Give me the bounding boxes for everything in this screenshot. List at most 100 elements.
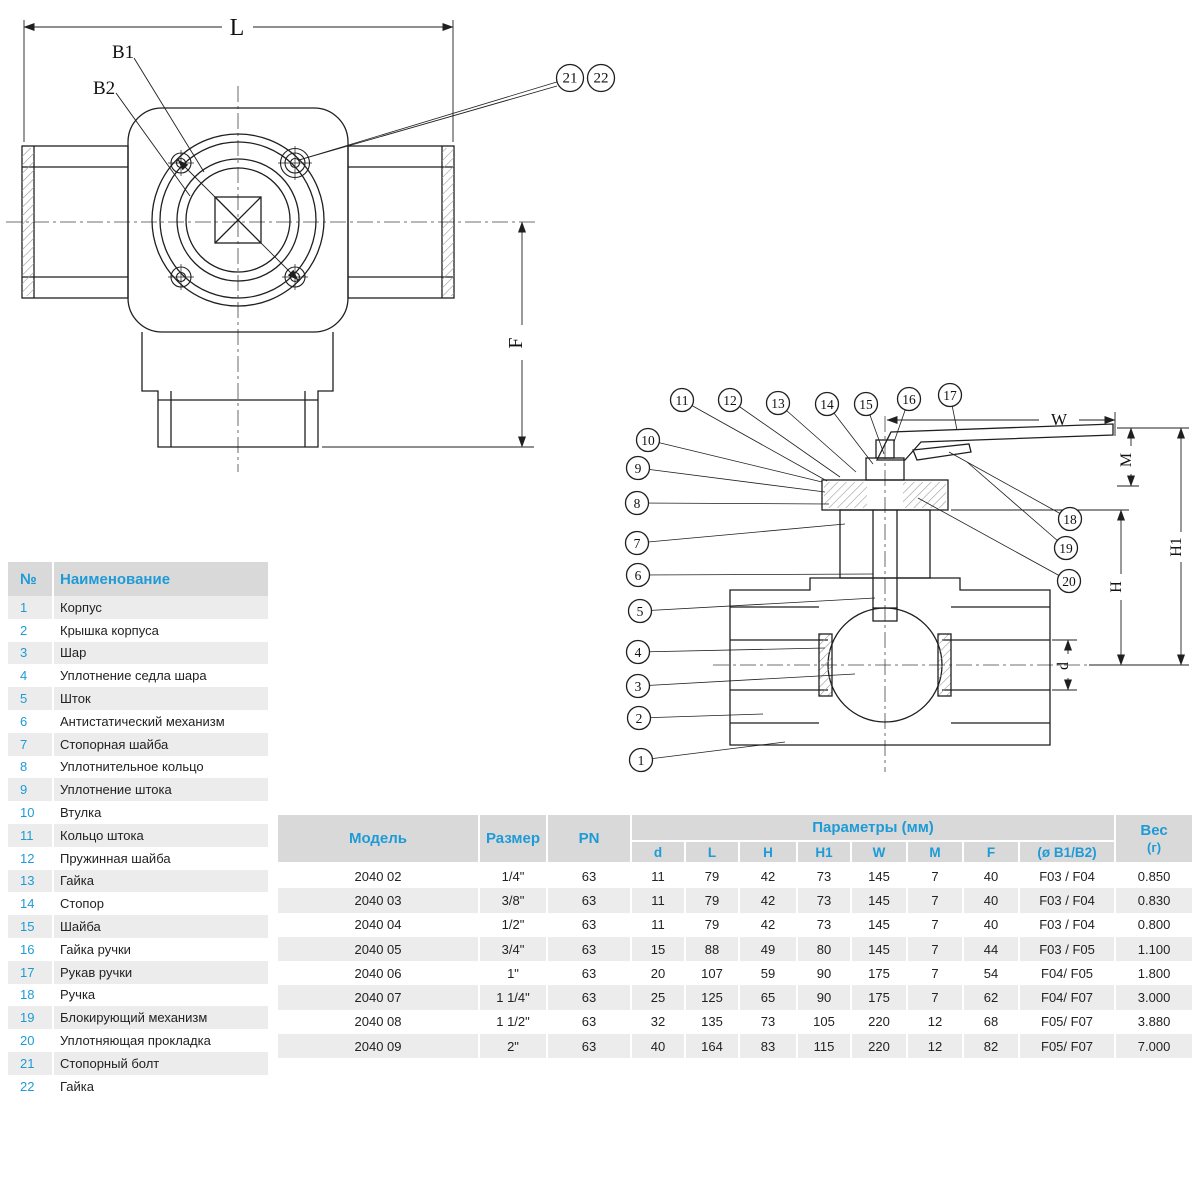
front-view-drawing: L B1 B2 F 21 22 — [6, 15, 616, 472]
spec-cell: 54 — [962, 961, 1018, 986]
part-number: 8 — [20, 759, 28, 775]
spec-cell: 12 — [906, 1034, 962, 1059]
spec-cell: 175 — [850, 961, 906, 986]
svg-text:6: 6 — [635, 568, 642, 583]
spec-cell: 135 — [684, 1009, 738, 1035]
spec-cell: 0.830 — [1114, 888, 1192, 913]
spec-cell: F03 / F05 — [1018, 936, 1114, 962]
spec-cell: 40 — [962, 888, 1018, 913]
spec-header-size: Размер — [478, 815, 546, 864]
callout-14: 14 — [814, 391, 874, 465]
part-number: 9 — [20, 782, 28, 798]
spec-cell: 62 — [962, 985, 1018, 1010]
spec-cell: 1 1/4" — [478, 985, 546, 1010]
spec-cell: 2040 03 — [354, 892, 402, 908]
side-dim-labels: W M H H1 d — [1051, 410, 1185, 670]
callout-2: 2 — [626, 705, 764, 731]
part-number: 19 — [20, 1010, 35, 1026]
spec-subheader-5: M — [906, 842, 962, 864]
bolt-hole — [278, 146, 312, 180]
spec-header-weight: Вес (г) — [1114, 815, 1193, 864]
spec-cell: 79 — [684, 912, 738, 937]
part-name: Шар — [52, 641, 268, 665]
callout-12: 12 — [717, 387, 841, 478]
svg-text:11: 11 — [676, 393, 689, 408]
spec-cell: 63 — [546, 864, 630, 889]
front-dim-labels: L B1 B2 F — [93, 15, 527, 349]
spec-cell: 90 — [796, 961, 850, 986]
part-number: 13 — [20, 873, 35, 889]
spec-cell: F05/ F07 — [1018, 1034, 1114, 1059]
spec-cell: 65 — [738, 985, 796, 1010]
svg-text:18: 18 — [1063, 512, 1077, 527]
spec-cell: 73 — [796, 912, 850, 937]
svg-text:17: 17 — [943, 388, 957, 403]
svg-text:7: 7 — [634, 536, 641, 551]
part-number: 10 — [20, 805, 35, 821]
spec-cell: 44 — [962, 936, 1018, 962]
part-number: 7 — [20, 736, 28, 752]
spec-cell: 40 — [962, 864, 1018, 889]
part-number: 5 — [20, 691, 28, 707]
svg-text:8: 8 — [634, 496, 641, 511]
spec-cell: 40 — [630, 1034, 684, 1059]
svg-text:4: 4 — [635, 645, 642, 660]
spec-cell: 3.880 — [1114, 1009, 1192, 1035]
spec-cell: 73 — [738, 1009, 796, 1035]
callout-18: 18 — [948, 451, 1083, 532]
callout-10: 10 — [635, 427, 823, 483]
front-dimensions — [23, 20, 558, 448]
spec-cell: 3.000 — [1114, 985, 1192, 1010]
part-number: 17 — [20, 964, 35, 980]
spec-cell: 49 — [738, 936, 796, 962]
svg-text:22: 22 — [594, 71, 609, 87]
svg-text:13: 13 — [771, 396, 785, 411]
part-number: 16 — [20, 941, 35, 957]
part-number: 1 — [20, 599, 28, 615]
spec-cell: 145 — [850, 912, 906, 937]
svg-text:5: 5 — [637, 604, 644, 619]
part-name: Гайка — [52, 1074, 268, 1098]
part-name: Кольцо штока — [52, 823, 268, 847]
spec-cell: 105 — [796, 1009, 850, 1035]
svg-text:10: 10 — [641, 433, 655, 448]
spec-cell: 1 1/2" — [478, 1009, 546, 1035]
spec-cell: 164 — [684, 1034, 738, 1059]
spec-header-params: Параметры (мм) — [630, 815, 1115, 842]
side-dimensions — [886, 412, 1189, 691]
callout-16: 16 — [893, 386, 922, 443]
spec-cell: 7 — [906, 912, 962, 937]
svg-text:21: 21 — [563, 71, 578, 87]
spec-cell: 220 — [850, 1034, 906, 1059]
svg-text:1: 1 — [638, 753, 645, 768]
dim-h1-label: H1 — [1168, 537, 1185, 557]
part-name: Уплотнение седла шара — [52, 664, 268, 688]
spec-cell: 25 — [630, 985, 684, 1010]
part-number: 14 — [20, 896, 35, 912]
svg-text:2: 2 — [636, 711, 643, 726]
parts-header-name: Наименование — [52, 562, 268, 596]
spec-cell: F04/ F07 — [1018, 985, 1114, 1010]
spec-cell: F03 / F04 — [1018, 912, 1114, 937]
spec-cell: 2040 05 — [354, 941, 402, 957]
spec-cell: 7 — [906, 936, 962, 962]
spec-cell: 7.000 — [1114, 1034, 1192, 1059]
parts-header-num: № — [8, 562, 52, 596]
spec-cell: 7 — [906, 961, 962, 986]
spec-cell: 79 — [684, 864, 738, 889]
spec-subheader-6: F — [962, 842, 1018, 864]
spec-cell: 2040 07 — [354, 990, 402, 1006]
callout-5: 5 — [627, 597, 876, 624]
spec-header-row: Модель Размер PN Параметры (мм) Вес (г) — [278, 815, 1193, 864]
